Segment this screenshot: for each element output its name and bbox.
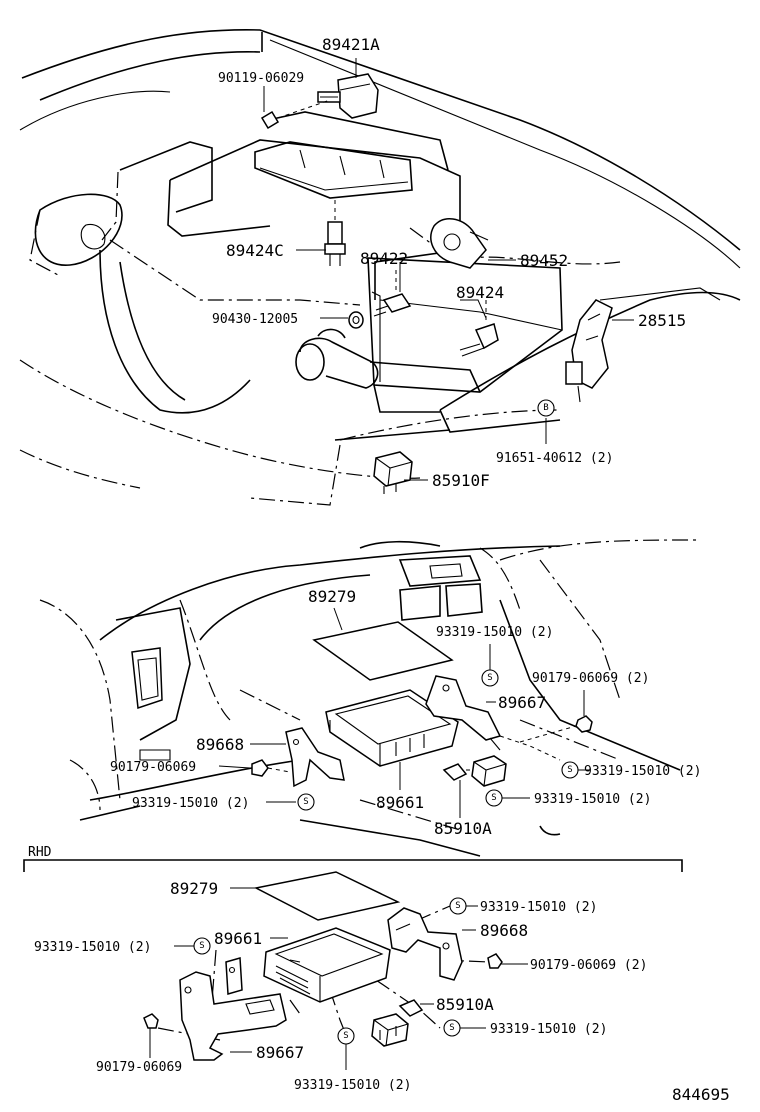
label-93319-15010-lhd-right: 93319-15010 (2) [584,764,701,779]
label-89667-rhd: 89667 [256,1043,304,1062]
component-85910F [373,451,413,494]
leader-lines [174,249,634,1070]
label-93319-15010-lhd-lower: 93319-15010 (2) [534,792,651,807]
label-89424: 89424 [456,283,504,302]
label-85910A-rhd: 85910A [436,995,494,1014]
marker-s-93319-h: S [337,1027,355,1045]
interior-linework [39,539,701,857]
component-90179-06069-lhd-nut [251,690,593,777]
label-89422: 89422 [360,249,408,268]
label-90179-06069-rhd-left: 90179-06069 [96,1060,182,1075]
label-85910A-lhd: 85910A [434,819,492,838]
component-89668-lhd [285,727,345,788]
label-93319-15010-rhd-bottom: 93319-15010 (2) [294,1078,411,1093]
label-90430-12005: 90430-12005 [212,312,298,327]
component-28515 [565,299,613,403]
svg-text:S: S [455,901,460,911]
marker-s-93319-c: S [561,761,579,779]
label-91651-40612: 91651-40612 (2) [496,451,613,466]
label-89279-lhd: 89279 [308,587,356,606]
label-90179-06069-lhd-right: 90179-06069 (2) [532,671,649,686]
component-89661-rhd [263,927,391,1003]
label-89668-rhd: 89668 [480,921,528,940]
label-93319-15010-rhd-left: 93319-15010 (2) [34,940,151,955]
label-89661-rhd: 89661 [214,929,262,948]
label-93319-15010-rhd-top: 93319-15010 (2) [480,900,597,915]
component-89279-lhd [312,607,454,681]
component-89424 [459,300,499,357]
label-89667-lhd: 89667 [498,693,546,712]
marker-s-93319-g: S [443,1019,461,1037]
component-89421A [317,58,379,119]
marker-s-93319-a: S [481,669,499,687]
label-89279-rhd: 89279 [170,879,218,898]
label-89661-lhd: 89661 [376,793,424,812]
rhd-frame [23,859,683,872]
label-93319-15010-lhd-left: 93319-15010 (2) [132,796,249,811]
marker-s-93319-d: S [485,789,503,807]
component-85910A-rhd [371,999,424,1047]
rhd-label: RHD [28,845,52,860]
svg-text:S: S [343,1031,348,1041]
svg-text:S: S [303,797,308,807]
label-89452: 89452 [520,251,568,270]
component-89661-lhd [325,689,459,767]
component-89667-rhd [179,957,287,1061]
label-89421A: 89421A [322,35,380,54]
svg-text:S: S [567,765,572,775]
part-labels: 89421A 90119-06029 89424C 89422 89452 89… [28,35,730,1104]
component-89667-lhd [425,675,561,761]
component-90119-06029 [260,86,331,130]
component-89424C [324,200,346,266]
component-89668-rhd [387,907,463,981]
component-89452 [430,218,489,269]
component-89279-rhd [230,871,401,921]
diagram-reference-number: 844695 [672,1085,730,1104]
marker-b-91651: B [537,399,555,417]
label-89424C: 89424C [226,241,284,260]
svg-text:S: S [449,1023,454,1033]
component-90430-12005 [348,311,364,329]
marker-s-93319-e: S [449,897,467,915]
label-89668-lhd: 89668 [196,735,244,754]
label-90119-06029: 90119-06029 [218,71,304,86]
marker-s-93319-b: S [297,793,315,811]
svg-text:B: B [543,403,548,413]
component-90179-06069-rhd-nut [143,953,503,1058]
label-93319-15010-lhd-top: 93319-15010 (2) [436,625,553,640]
label-28515: 28515 [638,311,686,330]
svg-text:S: S [199,941,204,951]
svg-text:S: S [491,793,496,803]
label-93319-15010-rhd-right: 93319-15010 (2) [490,1022,607,1037]
label-90179-06069-rhd-right: 90179-06069 (2) [530,958,647,973]
marker-s-93319-f: S [193,937,211,955]
svg-text:S: S [487,673,492,683]
label-85910F: 85910F [432,471,490,490]
component-89422 [373,270,412,317]
engine-bay-linework [19,28,741,506]
label-90179-06069-lhd-left: 90179-06069 [110,760,196,775]
component-85910A-lhd [442,755,507,818]
